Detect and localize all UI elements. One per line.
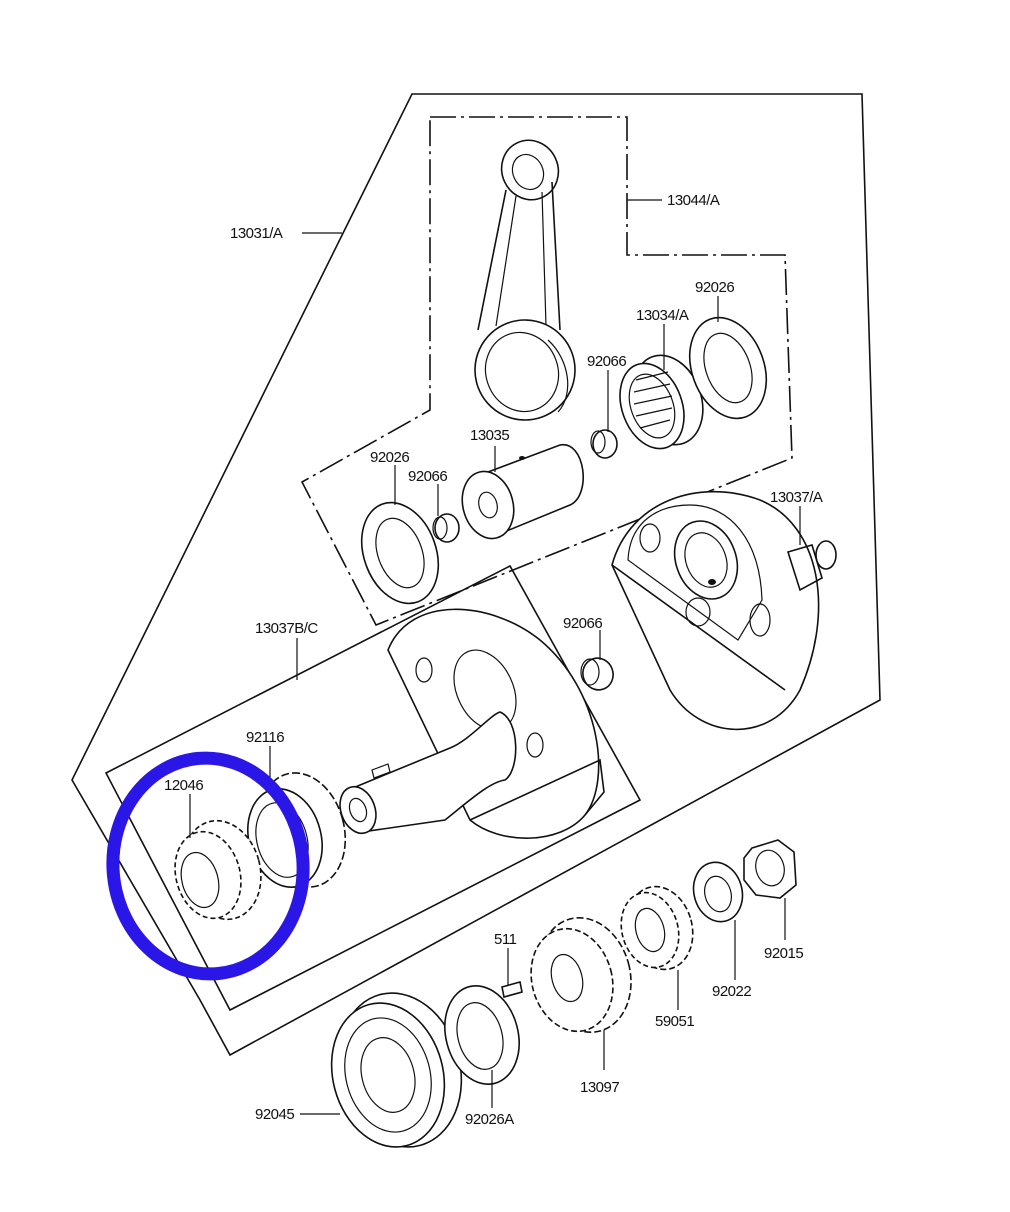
label-92066-top: 92066 [587, 353, 626, 370]
gear-13097 [530, 916, 632, 1034]
bush-92066-mid [580, 657, 614, 691]
washer-92026-left [360, 501, 440, 605]
label-92045: 92045 [255, 1106, 294, 1123]
label-13031a: 13031/A [230, 225, 283, 242]
assembly-frame-13031a [71, 93, 881, 1057]
bush-92066-top [590, 429, 618, 459]
label-13044a: 13044/A [667, 192, 720, 209]
washer-92022 [692, 861, 744, 923]
nut-92015 [743, 839, 797, 899]
label-13035: 13035 [470, 427, 509, 444]
label-12046: 12046 [164, 777, 203, 794]
label-13034a: 13034/A [636, 307, 689, 324]
sprocket-12046 [174, 819, 262, 921]
label-13037bc: 13037B/C [255, 620, 318, 637]
label-92026-top: 92026 [695, 279, 734, 296]
label-92066-mid: 92066 [563, 615, 602, 632]
label-92015: 92015 [764, 945, 803, 962]
label-13097: 13097 [580, 1079, 619, 1096]
crank-half-13037a [611, 490, 837, 731]
label-92116: 92116 [246, 729, 284, 746]
needle-bearing-13034a [619, 354, 704, 450]
connecting-rod [474, 139, 576, 421]
washer-92026-top [688, 316, 768, 420]
label-92026-left: 92026 [370, 449, 409, 466]
label-59051: 59051 [655, 1013, 694, 1030]
leader-lines [189, 199, 801, 1115]
label-92026a: 92026A [465, 1111, 514, 1128]
gear-59051 [620, 885, 694, 971]
label-92066-left: 92066 [408, 468, 447, 485]
label-13037a: 13037/A [770, 489, 823, 506]
crank-pin-13035 [461, 444, 584, 540]
highlight-circle [106, 751, 310, 981]
bearing-92045 [330, 992, 463, 1148]
key-511 [501, 980, 523, 999]
subframe-13044a [300, 116, 793, 627]
crank-half-13037bc [339, 608, 605, 839]
label-511: 511 [494, 931, 517, 948]
bush-92066-left [432, 513, 460, 543]
oil-seal-92026a [444, 985, 520, 1085]
subframe-13037bc [104, 564, 642, 1012]
label-92022: 92022 [712, 983, 751, 1000]
